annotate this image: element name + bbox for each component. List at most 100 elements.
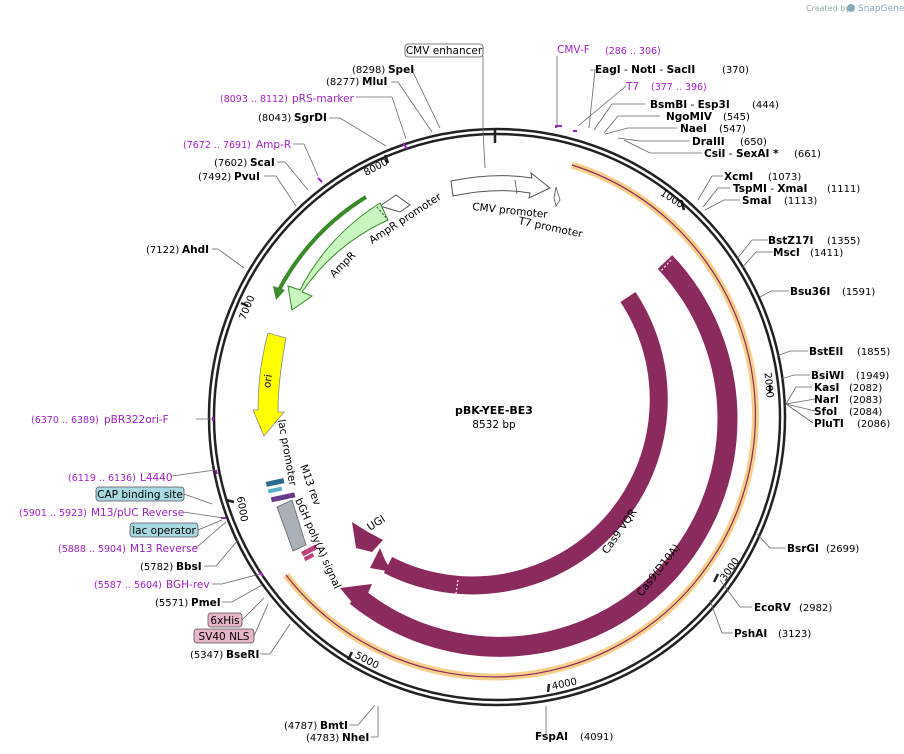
cmv-enhancer-box xyxy=(404,43,484,58)
tick-label-6000: 6000 xyxy=(234,496,249,523)
site-mlui-pos: (8277) xyxy=(326,77,359,88)
leader-bstz17i xyxy=(736,239,768,260)
site-pluti-pos: (2086) xyxy=(857,419,890,430)
site-pvui-pos: (7492) xyxy=(198,172,231,183)
site-csii-pos: (661) xyxy=(794,149,821,160)
ori-label: ori xyxy=(261,374,275,389)
ampr-outer-arrowhead xyxy=(273,286,285,300)
sv40-nls-label: SV40 NLS xyxy=(199,631,250,643)
site-ahdi-pos: (7122) xyxy=(146,245,179,256)
boxed-feature-sv40-nls: SV40 NLS xyxy=(193,628,255,644)
leader-tspmi xyxy=(702,187,730,208)
site-mlui: MluI xyxy=(362,76,387,88)
leader-ecorv xyxy=(719,579,752,608)
site-tspmi-pos: (1111) xyxy=(827,184,860,195)
tick-1000 xyxy=(679,199,686,211)
site-csii-group: CsiI - SexAI * xyxy=(704,148,779,160)
primer-l4440-name: L4440 xyxy=(140,472,173,484)
site-pshai: PshAI xyxy=(734,628,767,640)
sites-left: (8298) SpeI (8277) MluI (8043) SgrDI (76… xyxy=(140,64,414,744)
ugi-arrow xyxy=(352,522,383,552)
primer-prs-marker-name: pRS-marker xyxy=(292,93,355,105)
site-kasi-pos: (2082) xyxy=(849,383,882,394)
tick-5000 xyxy=(346,651,354,661)
site-ngomiv-pos: (545) xyxy=(723,112,750,123)
site-bsteii-pos: (1855) xyxy=(857,347,890,358)
site-eagi-pos: (370) xyxy=(722,65,749,76)
tick-label-2000: 2000 xyxy=(762,372,775,398)
site-bstz17i-pos: (1355) xyxy=(827,236,860,247)
site-sexai: SexAI * xyxy=(736,148,779,160)
leader-lines xyxy=(171,56,816,738)
site-bsmbi-sep: - xyxy=(687,99,697,111)
site-bsmbi: BsmBI xyxy=(650,99,687,111)
leader-ahdi xyxy=(212,248,245,269)
site-bsmbi-group: BsmBI - Esp3I xyxy=(650,99,730,111)
site-tspmi-group: TspMI - XmaI xyxy=(733,183,807,195)
leader-t7 xyxy=(577,85,627,127)
primer-bgh-rev-range: (5587 .. 5604) xyxy=(94,580,162,591)
leader-bmti xyxy=(349,704,376,726)
ampr-seam xyxy=(376,206,389,221)
leader-cap xyxy=(183,493,213,505)
site-draiii-pos: (650) xyxy=(740,137,767,148)
cap-site-box xyxy=(267,486,283,494)
leader-lac-operator xyxy=(197,519,223,531)
site-nari-pos: (2083) xyxy=(849,395,882,406)
site-ahdi: AhdI xyxy=(182,244,209,256)
ugi-label: UGI xyxy=(365,513,387,533)
tick-6000 xyxy=(225,498,235,504)
primer-cmv-f-range: (286 .. 306) xyxy=(605,46,661,57)
site-bbsi: BbsI xyxy=(176,561,202,573)
leader-bsmbi xyxy=(593,103,645,131)
cap-binding-box xyxy=(95,486,185,502)
site-scai: ScaI xyxy=(250,157,275,169)
tick-3000 xyxy=(712,573,720,583)
site-sgrdi: SgrDI xyxy=(294,112,327,124)
backbone-outer xyxy=(207,127,787,707)
site-bsiwi-pos: (1949) xyxy=(856,371,889,382)
lac-promoter-label: lac promoter xyxy=(275,418,299,487)
t7-promoter-arrow xyxy=(553,186,561,207)
site-sfoi: SfoI xyxy=(814,406,837,418)
tick-4000 xyxy=(546,683,551,693)
cas9-vqr-arc xyxy=(383,292,668,595)
site-pmei: PmeI xyxy=(191,597,221,609)
site-bsiwi: BsiWI xyxy=(811,370,844,382)
cmv-promoter-arrow xyxy=(450,171,551,199)
cas9-vqr-arrowhead xyxy=(370,548,392,572)
lac-operator-label: lac operator xyxy=(132,525,196,537)
cas9-d10a-arrowhead xyxy=(340,584,372,612)
sites-right: EagI - NotI - SacII (370) BsmBI - Esp3I … xyxy=(535,64,890,743)
primer-t7-name: T7 xyxy=(625,81,639,93)
credit-created-by: Created by xyxy=(806,4,850,13)
site-bbsi-pos: (5782) xyxy=(140,562,173,573)
site-nhei: NheI xyxy=(342,732,369,744)
lac-operator-box xyxy=(129,522,199,538)
leader-bbsi xyxy=(204,539,239,567)
primer-amp-r-range: (7672 .. 7691) xyxy=(183,140,251,151)
site-naei-pos: (547) xyxy=(719,124,746,135)
tick-7000 xyxy=(240,301,249,308)
tick-8000 xyxy=(383,154,390,164)
site-bsrgi-pos: (2699) xyxy=(826,544,859,555)
site-eagi: EagI xyxy=(595,64,621,76)
site-bmti: BmtI xyxy=(320,720,348,732)
tick-label-3000: 3000 xyxy=(719,556,743,583)
orf-highlight-line xyxy=(285,164,756,678)
site-sgrdi-pos: (8043) xyxy=(258,113,291,124)
site-bstz17i: BstZ17I xyxy=(768,235,813,247)
primer-m13-puc-name: M13/pUC Reverse xyxy=(91,507,184,519)
ampr-arrow xyxy=(287,202,389,311)
site-fspai: FspAI xyxy=(535,731,568,743)
primer-pbr322-range: (6370 .. 6389) xyxy=(31,415,99,426)
site-kasi: KasI xyxy=(814,382,839,394)
leader-bsrgi xyxy=(756,533,786,549)
bgh-polya-box xyxy=(276,499,307,552)
site-eagi-sep: - xyxy=(621,64,631,76)
leader-sgrdi xyxy=(329,117,387,147)
leader-spei xyxy=(411,69,441,129)
site-bsu36i-pos: (1591) xyxy=(842,287,875,298)
sv40-nls-label-box xyxy=(193,628,255,644)
